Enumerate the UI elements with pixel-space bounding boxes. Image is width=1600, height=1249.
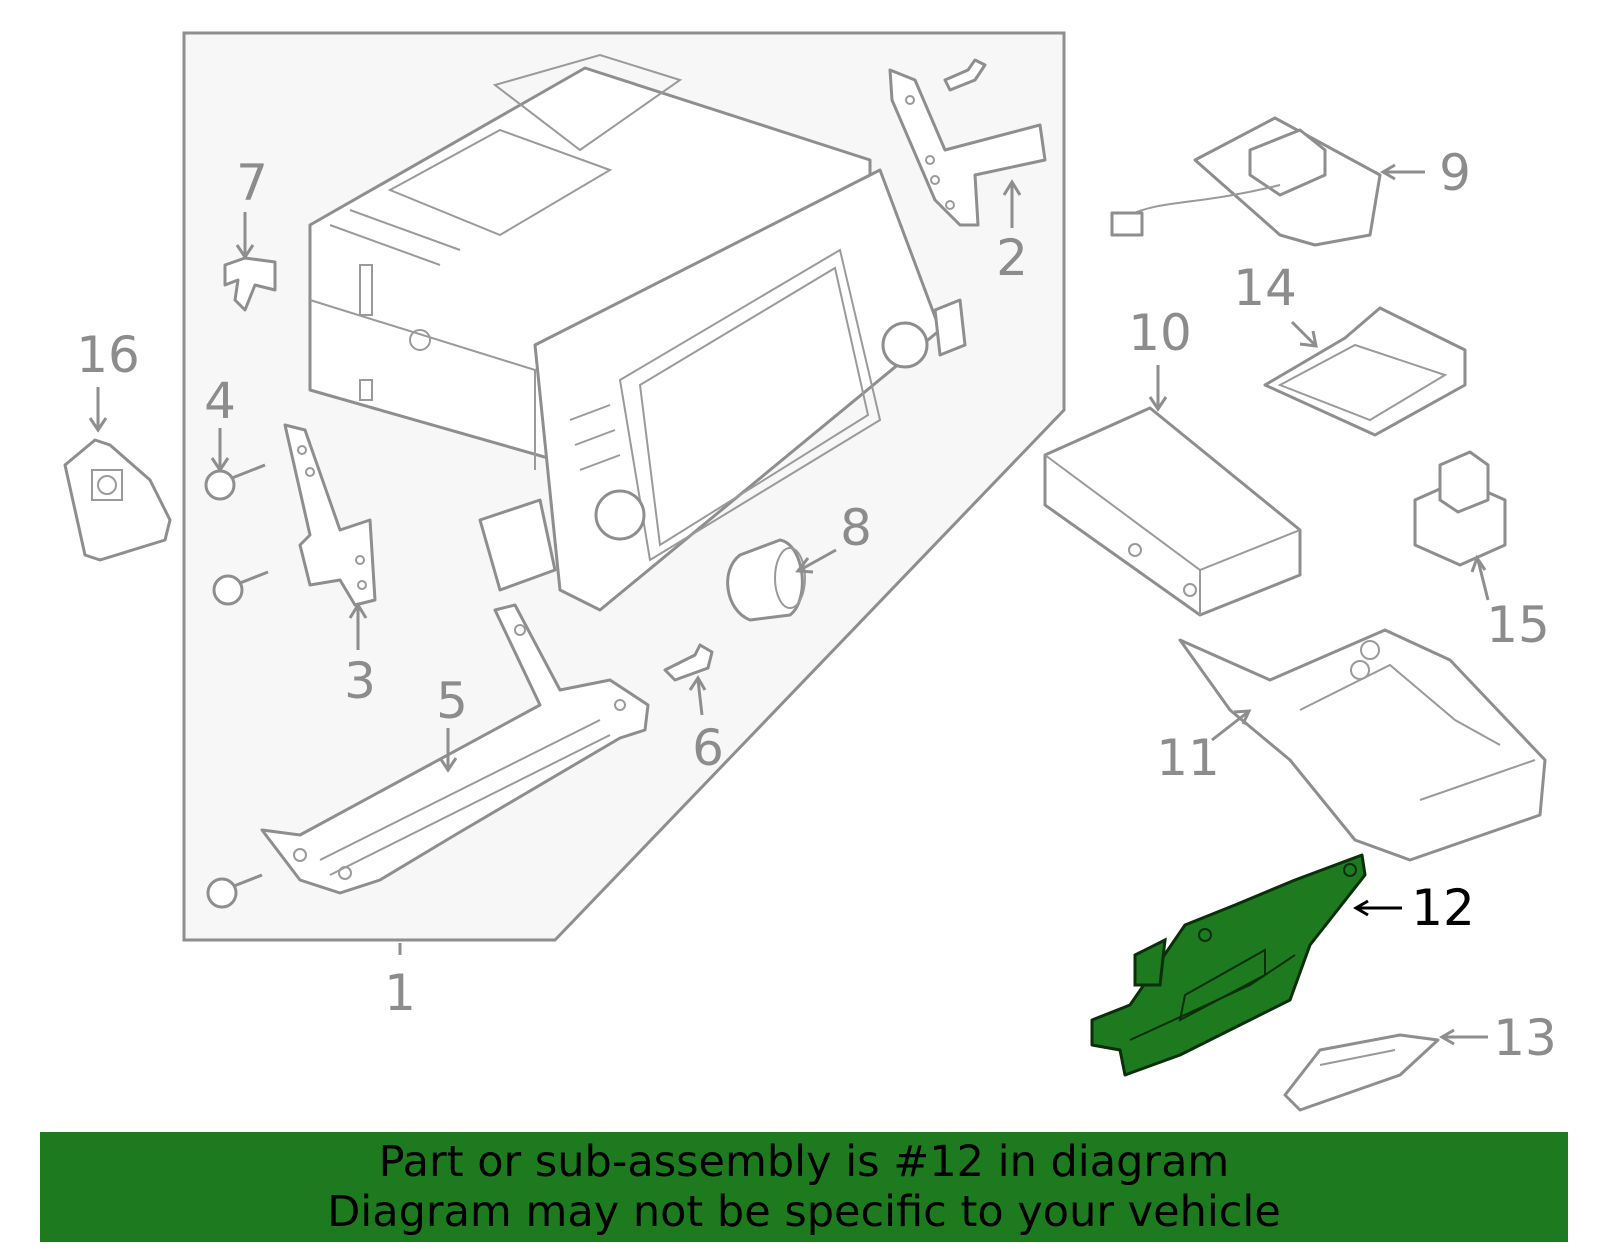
part-15-switch bbox=[1413, 450, 1507, 567]
callout-7: 7 bbox=[236, 154, 268, 212]
banner-line-2: Diagram may not be specific to your vehi… bbox=[327, 1187, 1281, 1237]
callout-4: 4 bbox=[204, 372, 236, 430]
info-banner: Part or sub-assembly is #12 in diagram D… bbox=[40, 1132, 1568, 1242]
head-unit-drawing bbox=[308, 53, 967, 612]
callout-16: 16 bbox=[76, 326, 140, 384]
callout-5: 5 bbox=[436, 672, 468, 730]
callout-11: 11 bbox=[1156, 729, 1220, 787]
callout-12: 12 bbox=[1411, 879, 1475, 937]
banner-line-1: Part or sub-assembly is #12 in diagram bbox=[378, 1137, 1230, 1187]
part-12-highlighted bbox=[1090, 853, 1367, 1077]
callout-1: 1 bbox=[384, 964, 416, 1022]
part-11-pocket bbox=[1178, 628, 1547, 862]
part-10-module bbox=[1043, 406, 1302, 617]
callout-15: 15 bbox=[1486, 596, 1550, 654]
callout-2: 2 bbox=[996, 229, 1028, 287]
part-6-screw bbox=[663, 643, 714, 682]
callout-9: 9 bbox=[1439, 144, 1471, 202]
part-2-bracket bbox=[888, 58, 1047, 227]
part-7-clip bbox=[223, 256, 277, 312]
part-3-bracket bbox=[283, 423, 377, 607]
callout-10: 10 bbox=[1128, 304, 1192, 362]
callout-8: 8 bbox=[840, 499, 872, 557]
part-9-module bbox=[1110, 116, 1382, 247]
part-5-bracket bbox=[260, 603, 650, 895]
part-8-knob bbox=[726, 538, 806, 622]
callout-3: 3 bbox=[344, 652, 376, 710]
part-13-cover bbox=[1283, 1033, 1440, 1112]
callout-6: 6 bbox=[692, 719, 724, 777]
part-14-card bbox=[1263, 306, 1467, 437]
parts-diagram: 1 2 3 4 5 6 7 8 9 10 11 12 13 14 15 16 bbox=[63, 31, 1557, 1112]
part-4-screws bbox=[204, 463, 269, 909]
callout-13: 13 bbox=[1493, 1009, 1557, 1067]
callout-14: 14 bbox=[1233, 259, 1297, 317]
part-16-bracket bbox=[63, 438, 172, 562]
leader-lines bbox=[88, 163, 1490, 1046]
